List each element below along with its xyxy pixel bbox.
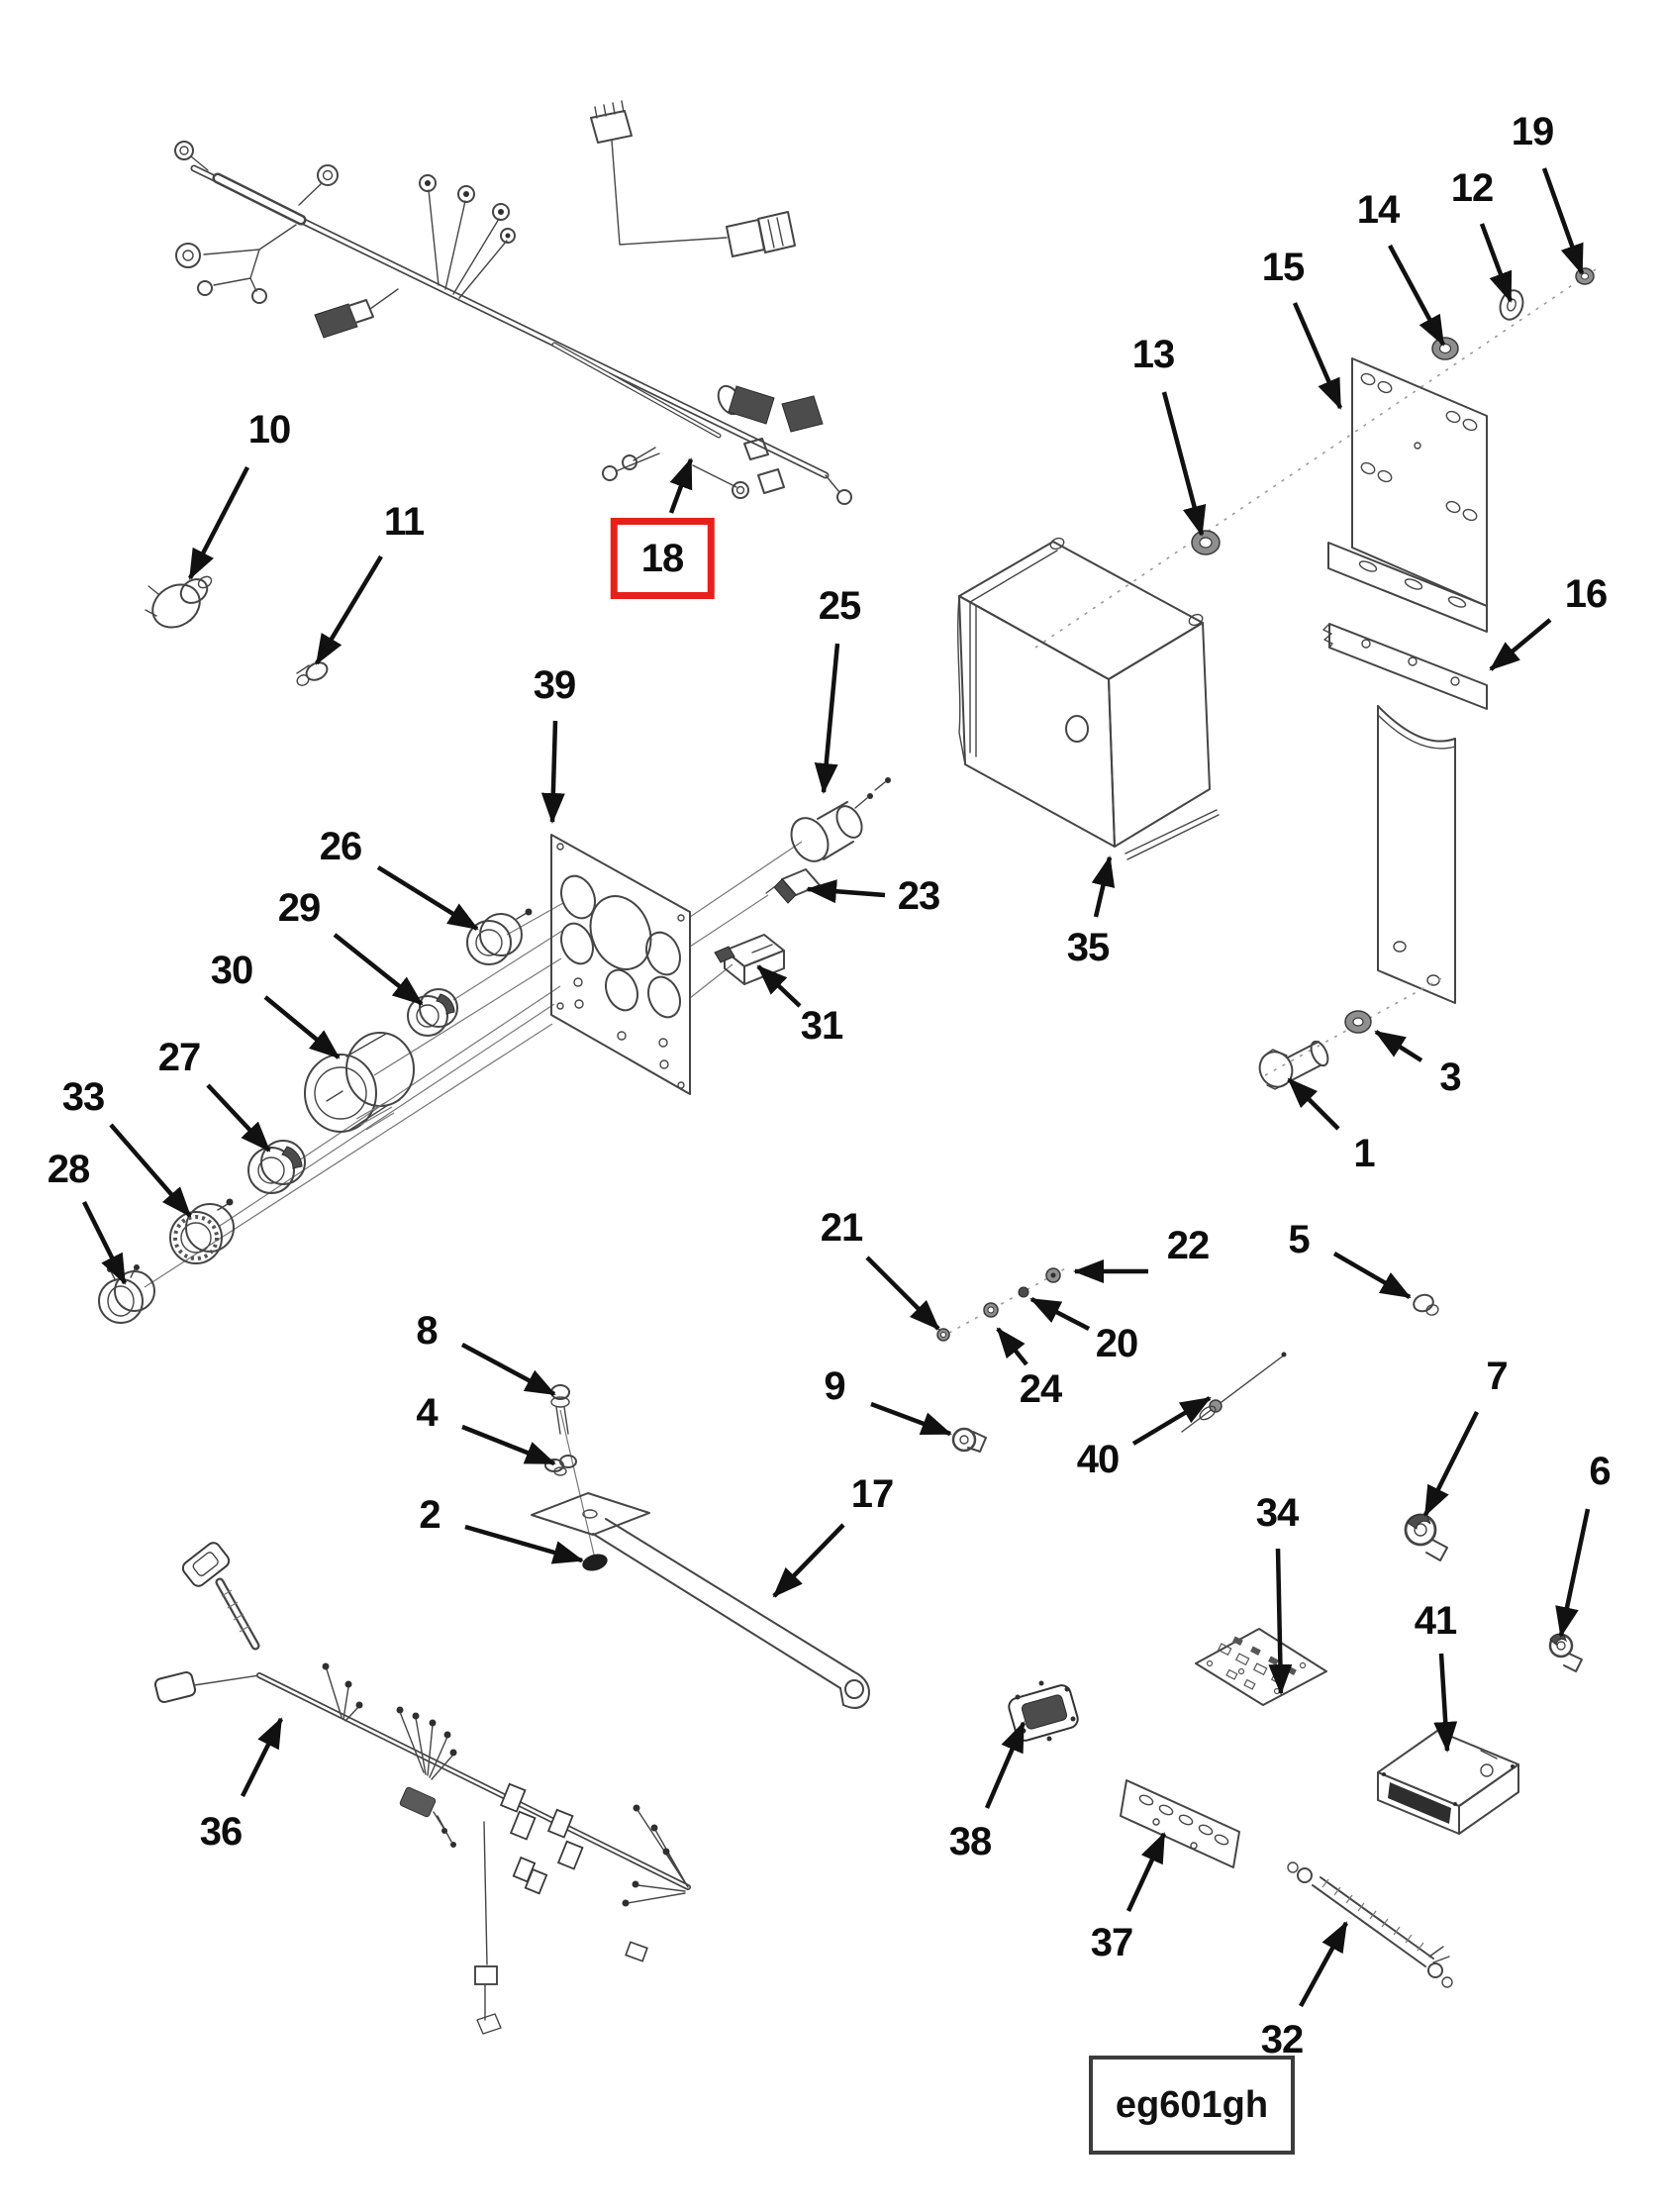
diagram-code-label: eg601gh	[1089, 2056, 1295, 2155]
callout-20[interactable]: 20	[1095, 1322, 1138, 1365]
callout-21[interactable]: 21	[820, 1206, 863, 1250]
callout-33[interactable]: 33	[61, 1075, 105, 1119]
callout-4[interactable]: 4	[416, 1391, 438, 1435]
callout-17[interactable]: 17	[850, 1472, 894, 1516]
switch-23-art	[765, 868, 821, 904]
callout-39[interactable]: 39	[533, 663, 576, 707]
gauge-30-art	[304, 1032, 415, 1133]
callout-8[interactable]: 8	[416, 1309, 438, 1353]
callout-9[interactable]: 9	[824, 1364, 845, 1408]
connector-plate-37-art	[1120, 1779, 1240, 1868]
panel-fasteners-art	[936, 1265, 1070, 1342]
cover-box-35-art	[957, 537, 1220, 860]
callout-2[interactable]: 2	[419, 1493, 440, 1537]
brace-17-art	[592, 1518, 870, 1709]
callout-6[interactable]: 6	[1589, 1450, 1611, 1493]
mounting-hardware-axis-art	[1034, 267, 1597, 649]
callout-41[interactable]: 41	[1414, 1599, 1457, 1643]
gauge-panel-39-art	[144, 834, 803, 1288]
gauge-29-art	[407, 988, 458, 1037]
gauge-28-art	[98, 1264, 155, 1324]
callout-16[interactable]: 16	[1564, 572, 1608, 616]
callout-10[interactable]: 10	[247, 408, 291, 452]
relay-module-38-art	[1008, 1680, 1079, 1742]
jumper-cable-32-art	[1287, 1861, 1453, 1988]
callout-15[interactable]: 15	[1261, 246, 1305, 289]
sender-switch-10-art	[145, 575, 213, 629]
bolt-hardware-art	[1258, 975, 1446, 1090]
clamp-9-art	[951, 1427, 987, 1453]
callout-34[interactable]: 34	[1255, 1491, 1299, 1535]
callout-3[interactable]: 3	[1439, 1056, 1461, 1099]
clamp-7-art	[1404, 1513, 1448, 1561]
callout-30[interactable]: 30	[210, 949, 253, 992]
callout-29[interactable]: 29	[277, 886, 321, 930]
callout-11[interactable]: 11	[383, 500, 425, 544]
gauge-26-art	[466, 908, 533, 965]
callout-28[interactable]: 28	[47, 1148, 90, 1191]
callout-27[interactable]: 27	[157, 1036, 201, 1079]
diagram-code-text: eg601gh	[1115, 2083, 1269, 2126]
callout-40[interactable]: 40	[1076, 1438, 1120, 1481]
callout-7[interactable]: 7	[1486, 1355, 1508, 1398]
callout-24[interactable]: 24	[1019, 1367, 1062, 1411]
wiring-harness-36-art	[153, 1542, 691, 2035]
circuit-board-34-art	[1195, 1628, 1327, 1706]
callout-35[interactable]: 35	[1066, 926, 1110, 969]
callout-26[interactable]: 26	[319, 825, 362, 868]
callout-31[interactable]: 31	[800, 1004, 843, 1048]
clamp-6-art	[1548, 1633, 1583, 1672]
callout-36[interactable]: 36	[199, 1810, 243, 1854]
wiring-harness-18-art	[174, 100, 852, 505]
callout-18[interactable]: 18	[610, 518, 715, 599]
fastener-11-art	[296, 661, 329, 686]
controller-41-art	[1377, 1730, 1519, 1835]
ignition-switch-25-art	[790, 777, 891, 862]
callout-14[interactable]: 14	[1356, 188, 1400, 232]
callout-37[interactable]: 37	[1090, 1921, 1133, 1964]
mount-plate-15-art	[1327, 357, 1488, 633]
rod-pin-40-art	[1181, 1352, 1287, 1433]
support-bracket-16-art	[1322, 623, 1488, 1004]
clip-5-art	[1413, 1293, 1439, 1316]
callout-5[interactable]: 5	[1288, 1218, 1310, 1261]
callout-12[interactable]: 12	[1450, 166, 1494, 210]
callout-23[interactable]: 23	[897, 874, 940, 918]
callout-13[interactable]: 13	[1131, 333, 1175, 376]
callout-22[interactable]: 22	[1166, 1224, 1210, 1267]
callout-1[interactable]: 1	[1353, 1132, 1375, 1175]
callout-25[interactable]: 25	[818, 584, 861, 628]
connector-31-art	[714, 934, 785, 985]
callout-19[interactable]: 19	[1511, 110, 1554, 153]
gauge-27-art	[247, 1140, 306, 1194]
hold-down-hardware-art	[531, 1384, 650, 1571]
callout-32[interactable]: 32	[1260, 2018, 1304, 2061]
gauge-33-art	[169, 1198, 235, 1264]
callout-38[interactable]: 38	[948, 1820, 992, 1863]
